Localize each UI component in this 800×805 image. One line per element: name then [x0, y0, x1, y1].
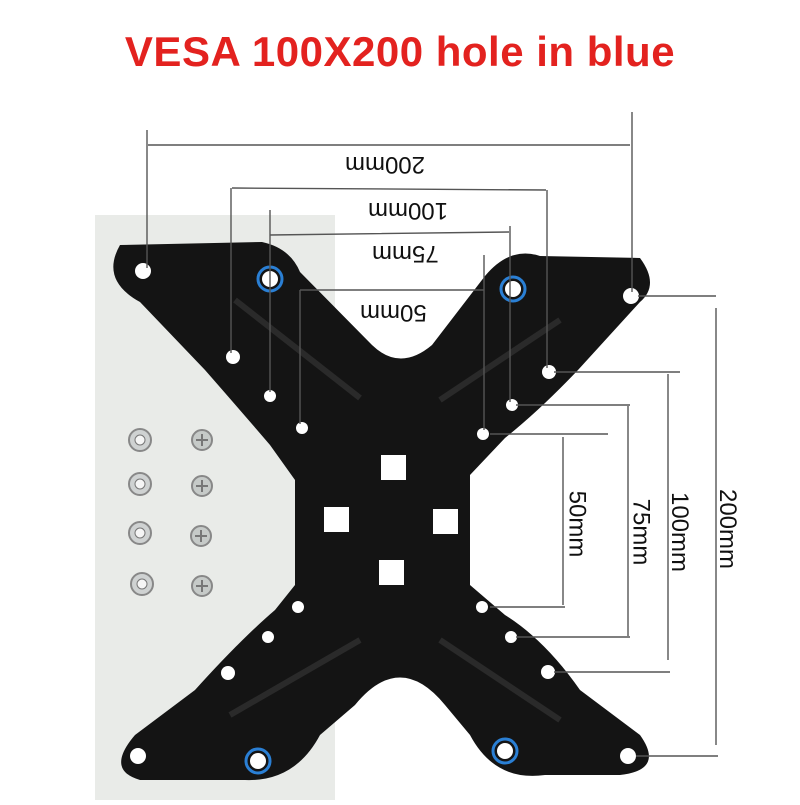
hole [262, 631, 274, 643]
dimension-label-v75mm: 75mm [627, 498, 655, 566]
highlight-ring-bottom-left [244, 747, 272, 775]
square-cutout-top [381, 455, 406, 480]
highlight-hole-bottom-right [497, 743, 513, 759]
highlight-ring-bottom-right [491, 737, 519, 765]
dimension-label-75mm: 75mm [372, 240, 439, 267]
hex-nut [128, 428, 152, 452]
dim-line-v50mm [490, 433, 608, 608]
highlight-hole-top-right [505, 281, 521, 297]
highlight-ring-top-right [499, 275, 527, 303]
dim-line-v100mm [554, 371, 680, 673]
hole [505, 631, 517, 643]
dimension-label-100mm: 100mm [368, 197, 449, 224]
dimension-label-v50mm: 50mm [563, 490, 591, 558]
hex-nut [130, 572, 154, 596]
hole [477, 428, 489, 440]
screw [190, 525, 212, 547]
dim-line-50mm [299, 255, 485, 430]
hex-nut [128, 521, 152, 545]
dim-line-75mm [269, 210, 511, 402]
dimension-label-v100mm: 100mm [666, 491, 694, 573]
hole [264, 390, 276, 402]
plate-groove-bottom-left [228, 637, 362, 718]
hole [623, 288, 639, 304]
hole [226, 350, 240, 364]
dim-line-100mm [230, 187, 548, 368]
hole [476, 601, 488, 613]
hole [130, 748, 146, 764]
plate-groove-top-right [438, 317, 562, 403]
hole [296, 422, 308, 434]
dimension-label-50mm: 50mm [360, 299, 427, 326]
hole [292, 601, 304, 613]
dimension-label-v200mm: 200mm [714, 488, 742, 570]
dim-line-200mm [146, 112, 633, 292]
hole [620, 748, 636, 764]
screw [191, 429, 213, 451]
hole [542, 365, 556, 379]
hole [221, 666, 235, 680]
dimension-label-200mm: 200mm [345, 151, 426, 178]
plate-groove-top-left [233, 297, 362, 401]
hole [135, 263, 151, 279]
vertical-dimension-lines [490, 295, 718, 757]
square-cutout-left [324, 507, 349, 532]
highlight-hole-bottom-left [250, 753, 266, 769]
square-cutout-bottom [379, 560, 404, 585]
vesa-plate [113, 242, 651, 781]
horizontal-dimension-lines [146, 112, 633, 430]
dim-line-v75mm [516, 404, 630, 638]
screw [191, 575, 213, 597]
hole [541, 665, 555, 679]
square-cutout-right [433, 509, 458, 534]
hex-nut [128, 472, 152, 496]
hole [506, 399, 518, 411]
nuts-and-screws [128, 428, 213, 597]
screw [191, 475, 213, 497]
plate-groove-bottom-right [438, 637, 562, 723]
page-title: VESA 100X200 hole in blue [124, 28, 676, 75]
dim-line-v200mm [636, 295, 718, 757]
